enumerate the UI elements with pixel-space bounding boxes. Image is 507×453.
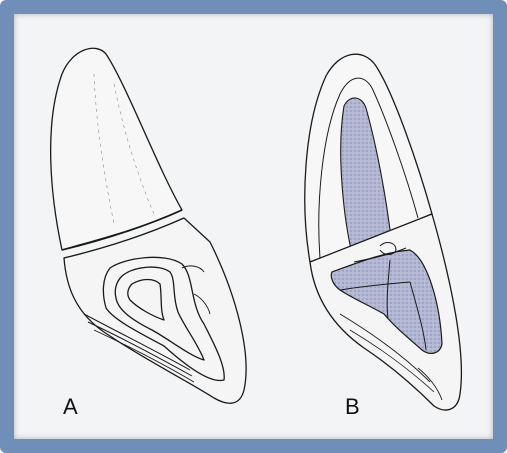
figure-label-b: B (345, 396, 360, 418)
tooth-illustration (14, 14, 493, 439)
tooth-a (51, 48, 246, 403)
tooth-a-crown (64, 218, 246, 403)
tooth-b (305, 54, 462, 410)
figure-label-a: A (63, 396, 78, 418)
tooth-a-root (51, 48, 182, 250)
